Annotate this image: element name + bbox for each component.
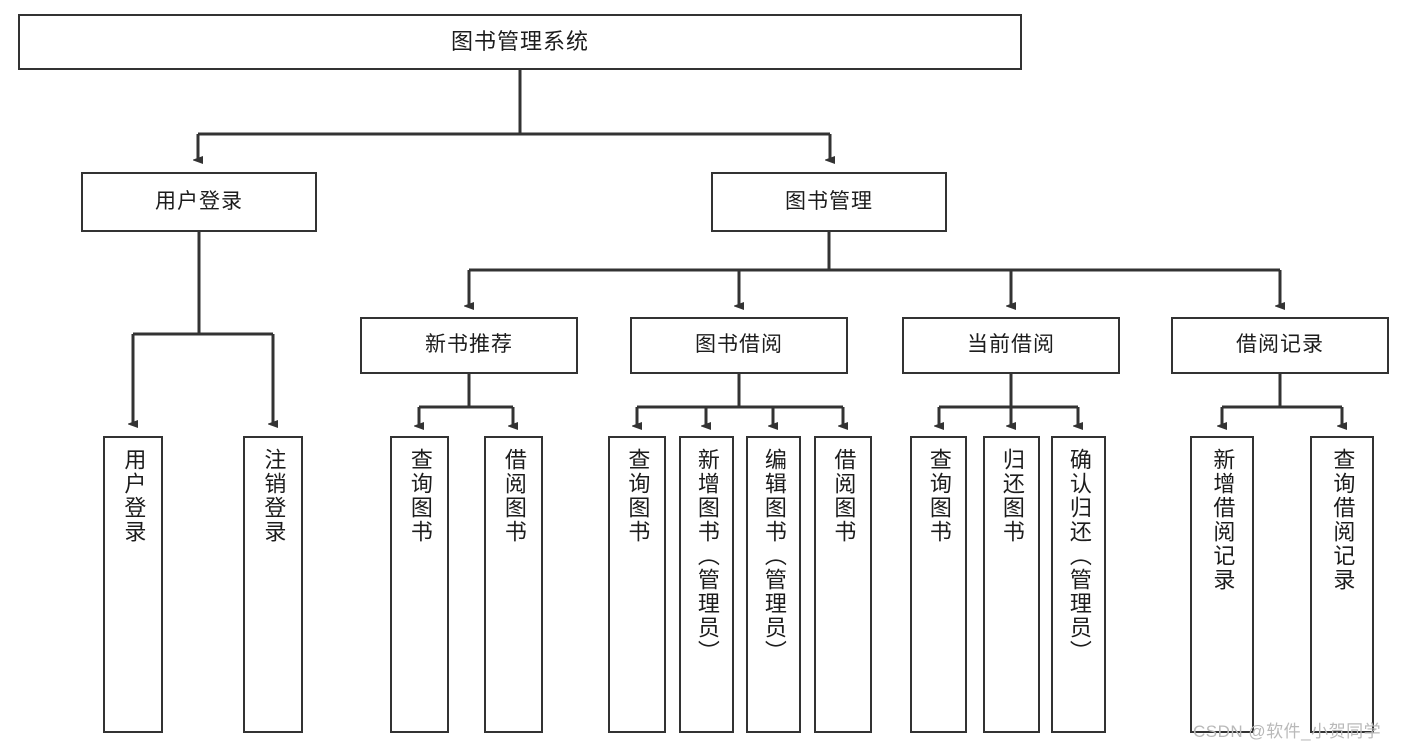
node-root-label: 图书管理系统 [450,29,589,55]
node-leaf-add-record-label: 新增借阅记录 [1210,448,1236,592]
node-leaf-query-book-c[interactable]: 查询图书 [910,436,967,733]
node-book-manage-label: 图书管理 [785,189,873,213]
node-leaf-query-record[interactable]: 查询借阅记录 [1310,436,1374,733]
node-book-borrow-label: 图书借阅 [695,333,783,357]
node-root[interactable]: 图书管理系统 [18,14,1022,70]
node-leaf-query-book-b-label: 查询图书 [625,448,651,544]
node-current-borrow[interactable]: 当前借阅 [902,317,1120,374]
node-leaf-edit-book[interactable]: 编辑图书（管理员） [746,436,801,733]
node-leaf-query-record-label: 查询借阅记录 [1330,448,1356,592]
node-leaf-user-login-label: 用户登录 [121,448,147,544]
node-leaf-borrow-book-b[interactable]: 借阅图书 [814,436,872,733]
node-leaf-edit-book-label: 编辑图书（管理员） [761,448,787,664]
node-user-login[interactable]: 用户登录 [81,172,317,232]
node-new-book-rec-label: 新书推荐 [425,333,513,357]
csdn-watermark: CSDN @软件_小贺同学 [1193,722,1382,741]
node-book-manage[interactable]: 图书管理 [711,172,947,232]
node-leaf-borrow-book-rec-label: 借阅图书 [501,448,527,544]
node-borrow-record-label: 借阅记录 [1236,333,1324,357]
node-borrow-record[interactable]: 借阅记录 [1171,317,1389,374]
node-leaf-query-book-c-label: 查询图书 [926,448,952,544]
node-user-login-label: 用户登录 [155,189,243,213]
node-leaf-add-book[interactable]: 新增图书（管理员） [679,436,734,733]
node-new-book-rec[interactable]: 新书推荐 [360,317,578,374]
node-current-borrow-label: 当前借阅 [967,333,1055,357]
node-leaf-borrow-book-rec[interactable]: 借阅图书 [484,436,543,733]
node-leaf-return-book[interactable]: 归还图书 [983,436,1040,733]
node-leaf-query-book-b[interactable]: 查询图书 [608,436,666,733]
node-leaf-confirm-return-label: 确认归还（管理员） [1066,448,1092,664]
node-leaf-add-book-label: 新增图书（管理员） [694,448,720,664]
node-leaf-query-book-rec-label: 查询图书 [407,448,433,544]
node-book-borrow[interactable]: 图书借阅 [630,317,848,374]
node-leaf-logout[interactable]: 注销登录 [243,436,303,733]
node-leaf-user-login[interactable]: 用户登录 [103,436,163,733]
node-leaf-add-record[interactable]: 新增借阅记录 [1190,436,1254,733]
node-leaf-confirm-return[interactable]: 确认归还（管理员） [1051,436,1106,733]
node-leaf-return-book-label: 归还图书 [999,448,1025,544]
node-leaf-borrow-book-b-label: 借阅图书 [831,448,857,544]
node-leaf-logout-label: 注销登录 [261,448,287,544]
node-leaf-query-book-rec[interactable]: 查询图书 [390,436,449,733]
